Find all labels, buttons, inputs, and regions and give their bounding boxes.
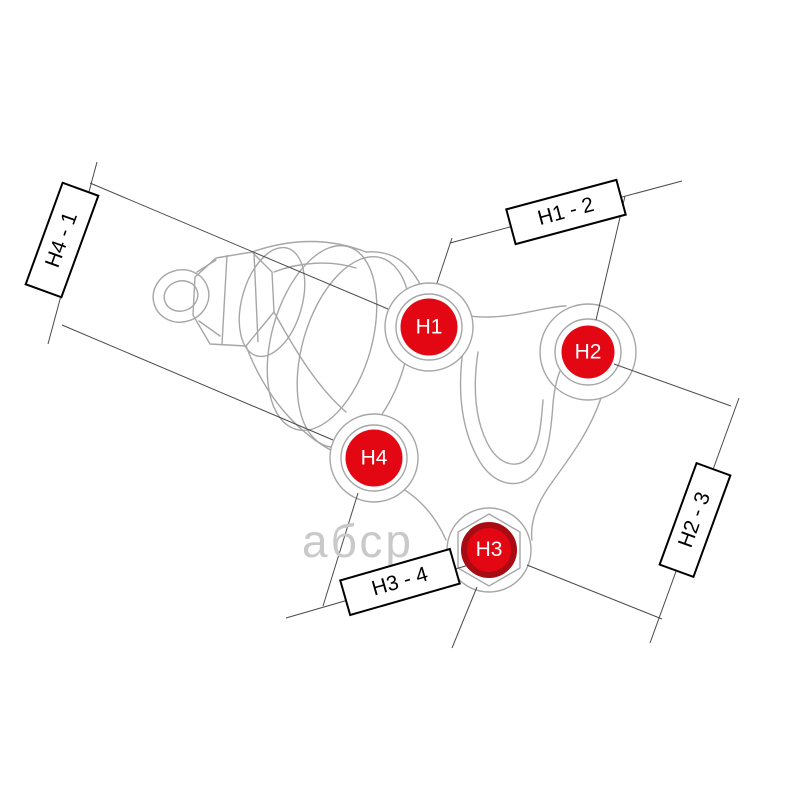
- marker-h2-label: H2: [574, 340, 602, 363]
- u-cutout-outer: [459, 343, 575, 485]
- dimension-label-h3-4-text: H3 - 4: [369, 562, 431, 601]
- u-cutout-inner: [474, 351, 544, 465]
- dimension-label-h1-2-text: H1 - 2: [535, 193, 597, 231]
- marker-h3-label: H3: [475, 538, 503, 561]
- marker-h1: H1: [400, 298, 458, 356]
- marker-h2: H2: [561, 325, 615, 379]
- marker-h3: H3: [461, 522, 517, 578]
- marker-h1-label: H1: [415, 315, 443, 338]
- lobe-h2-circle: [539, 303, 637, 401]
- housing-body: [238, 240, 412, 455]
- ball-stud-tip: [152, 259, 221, 337]
- marker-h4-label: H4: [360, 446, 388, 469]
- watermark-text: абср: [302, 515, 414, 567]
- marker-h4: H4: [345, 429, 403, 487]
